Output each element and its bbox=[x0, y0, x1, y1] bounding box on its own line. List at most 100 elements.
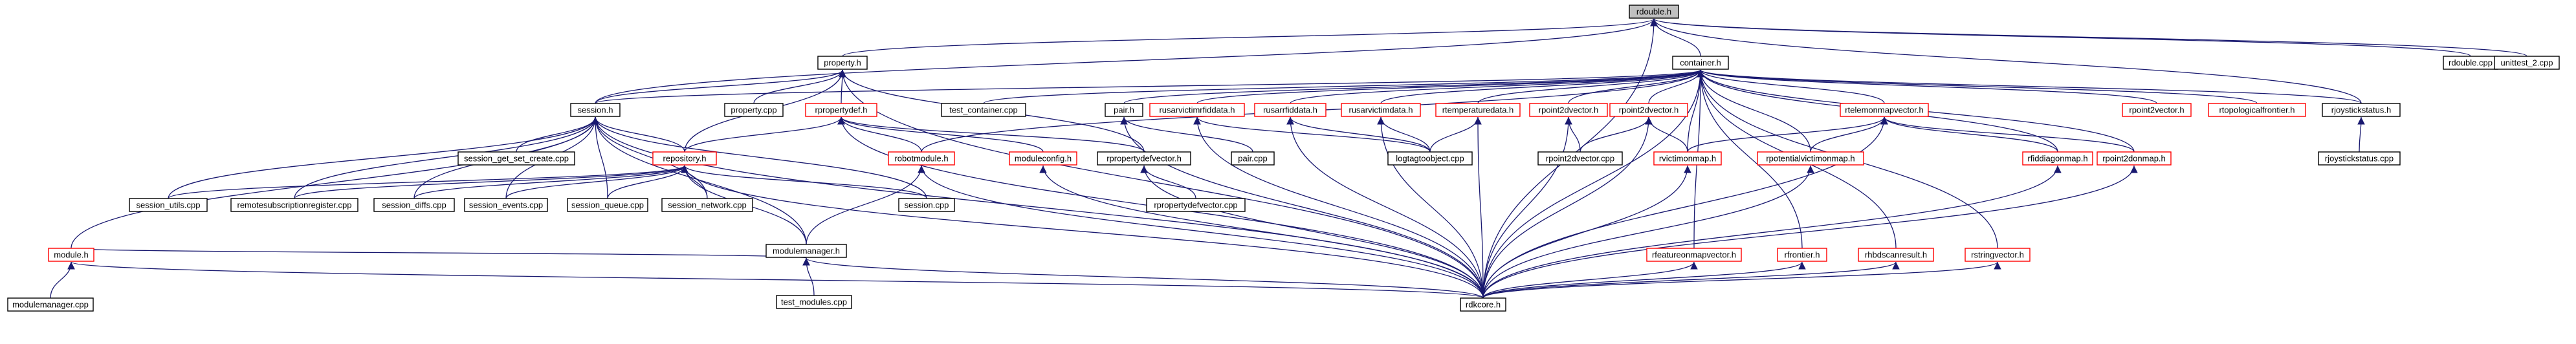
node-rpoint2vector-h[interactable]: rpoint2vector.h bbox=[2122, 103, 2192, 117]
node-test-modules-cpp[interactable]: test_modules.cpp bbox=[776, 295, 852, 309]
node-session-h[interactable]: session.h bbox=[570, 103, 621, 117]
node-rfiddiagonmap-h[interactable]: rfiddiagonmap.h bbox=[2022, 151, 2093, 166]
edge-rtopologicalfrontier_h-to-container_h bbox=[1697, 69, 2258, 104]
node-label: rdkcore.h bbox=[1466, 299, 1501, 309]
node-pair-h[interactable]: pair.h bbox=[1105, 103, 1143, 117]
edge-property_cpp-to-property_h bbox=[753, 69, 846, 104]
node-pair-cpp[interactable]: pair.cpp bbox=[1231, 151, 1275, 166]
node-rusarvictimdata-h[interactable]: rusarvictimdata.h bbox=[1341, 103, 1421, 117]
edge-session_utils_cpp-to-session_h bbox=[168, 116, 599, 199]
node-box bbox=[776, 295, 852, 309]
node-label: rfrontier.h bbox=[1785, 250, 1820, 259]
node-rstringvector-h[interactable]: rstringvector.h bbox=[1965, 248, 2031, 262]
node-session-queue-cpp[interactable]: session_queue.cpp bbox=[567, 198, 648, 212]
node-box bbox=[1149, 103, 1245, 117]
node-rpropertydefvector-h[interactable]: rpropertydefvector.h bbox=[1097, 151, 1191, 166]
node-property-h[interactable]: property.h bbox=[817, 56, 868, 70]
node-rusarvictimfiddata-h[interactable]: rusarvictimrfiddata.h bbox=[1149, 103, 1245, 117]
node-session-network-cpp[interactable]: session_network.cpp bbox=[661, 198, 753, 212]
node-robotmodule-h[interactable]: robotmodule.h bbox=[888, 151, 955, 166]
node-label: rtopologicalfrontier.h bbox=[2219, 105, 2295, 114]
node-rpropertydef-h[interactable]: rpropertydef.h bbox=[805, 103, 877, 117]
node-box bbox=[1537, 151, 1623, 166]
node-layer: rdouble.h container.h property.h rdouble.cp… bbox=[7, 5, 2560, 312]
node-box bbox=[941, 103, 1026, 117]
node-rpoint2dvector-cpp[interactable]: rpoint2dvector.cpp bbox=[1537, 151, 1623, 166]
node-rfrontier-h[interactable]: rfrontier.h bbox=[1777, 248, 1827, 262]
node-session-events-cpp[interactable]: session_events.cpp bbox=[464, 198, 548, 212]
node-box bbox=[2318, 151, 2401, 166]
node-box bbox=[1460, 297, 1506, 312]
node-property-cpp[interactable]: property.cpp bbox=[724, 103, 784, 117]
node-rtemperaturedata-h[interactable]: rtemperaturedata.h bbox=[1435, 103, 1521, 117]
edge-rtemperaturedata_h-to-container_h bbox=[1477, 69, 1704, 104]
node-rpropertydefvector-cpp[interactable]: rpropertydefvector.cpp bbox=[1146, 198, 1246, 212]
node-label: rpropertydefvector.h bbox=[1106, 153, 1182, 163]
node-session-cpp[interactable]: session.cpp bbox=[898, 198, 955, 212]
node-rpotentialvictimonmap-h[interactable]: rpotentialvictimonmap.h bbox=[1757, 151, 1864, 166]
node-rtopologicalfrontier-h[interactable]: rtopologicalfrontier.h bbox=[2208, 103, 2306, 117]
node-unittest-2-cpp[interactable]: unittest_2.cpp bbox=[2494, 56, 2560, 70]
node-box bbox=[724, 103, 784, 117]
node-box bbox=[1965, 248, 2031, 262]
node-rtelemonmapvector-h[interactable]: rtelemonmapvector.h bbox=[1840, 103, 1929, 117]
edge-rdkcore_h-to-rhbdscanresult_h bbox=[1482, 261, 1900, 299]
node-box bbox=[2494, 56, 2560, 70]
edge-rdkcore_h-to-rpropertydefvector_h bbox=[1140, 165, 1484, 299]
edge-rusarrfiddata_h-to-container_h bbox=[1290, 69, 1704, 104]
node-box bbox=[2097, 151, 2172, 166]
node-session-utils-cpp[interactable]: session_utils.cpp bbox=[129, 198, 208, 212]
edge-test_container_cpp-to-container_h bbox=[983, 69, 1704, 104]
node-modulemanager-cpp[interactable]: modulemanager.cpp bbox=[7, 297, 94, 312]
node-rpoint2dvector-h-b[interactable]: rpoint2dvector.h bbox=[1609, 103, 1688, 117]
node-modulemanager-h[interactable]: modulemanager.h bbox=[765, 244, 847, 258]
node-rjoystickstatus-cpp[interactable]: rjoystickstatus.cpp bbox=[2318, 151, 2401, 166]
node-label: rtemperaturedata.h bbox=[1442, 105, 1514, 114]
node-test-container-cpp[interactable]: test_container.cpp bbox=[941, 103, 1026, 117]
node-box bbox=[1629, 5, 1679, 19]
edge-rdkcore_h-to-rfrontier_h bbox=[1482, 261, 1806, 299]
edge-rusarvictimfiddata_h-to-container_h bbox=[1196, 69, 1704, 104]
node-label: rhbdscanresult.h bbox=[1865, 250, 1927, 259]
node-rfeatureonmapvector-h[interactable]: rfeatureonmapvector.h bbox=[1646, 248, 1742, 262]
node-rvictimonmap-h[interactable]: rvictimonmap.h bbox=[1653, 151, 1722, 166]
node-box bbox=[1146, 198, 1246, 212]
node-rdkcore-h[interactable]: rdkcore.h bbox=[1460, 297, 1506, 312]
node-remotesubscriptionregister-cpp[interactable]: remotesubscriptionregister.cpp bbox=[230, 198, 358, 212]
node-container-h[interactable]: container.h bbox=[1672, 56, 1729, 70]
node-logtagtoobject-cpp[interactable]: logtagtoobject.cpp bbox=[1387, 151, 1473, 166]
node-rdouble-h[interactable]: rdouble.h bbox=[1629, 5, 1679, 19]
node-box bbox=[1757, 151, 1864, 166]
edge-repository_h-to-session_h bbox=[591, 116, 685, 153]
node-session-get-set-create-cpp[interactable]: session_get_set_create.cpp bbox=[457, 151, 575, 166]
node-box bbox=[2322, 103, 2401, 117]
edge-rdkcore_h-to-module_h bbox=[68, 261, 1484, 299]
edge-rfrontier_h-to-container_h bbox=[1697, 69, 1803, 249]
edge-rdkcore_h-to-repository_h bbox=[681, 165, 1484, 299]
edge-session_events_cpp-to-repository_h bbox=[505, 165, 688, 199]
edge-session_network_cpp-to-session_h bbox=[591, 116, 708, 199]
node-label: rdouble.cpp bbox=[2449, 58, 2493, 67]
edge-session_cpp-to-session_h bbox=[591, 116, 927, 199]
edge-rdkcore_h-to-rusarvictimdata_h bbox=[1377, 116, 1484, 299]
node-rhbdscanresult-h[interactable]: rhbdscanresult.h bbox=[1858, 248, 1934, 262]
node-module-h[interactable]: module.h bbox=[48, 248, 94, 262]
edge-session_get_set_create_cpp-to-session_h bbox=[516, 116, 599, 153]
node-box bbox=[1254, 103, 1327, 117]
node-repository-h[interactable]: repository.h bbox=[652, 151, 717, 166]
node-label: pair.cpp bbox=[1238, 153, 1268, 163]
edge-rdkcore_h-to-rusarrfiddata_h bbox=[1286, 116, 1484, 299]
node-box bbox=[1009, 151, 1077, 166]
node-rjoystickstatus-h[interactable]: rjoystickstatus.h bbox=[2322, 103, 2401, 117]
node-rpoint2dvector-h-a[interactable]: rpoint2dvector.h bbox=[1529, 103, 1608, 117]
node-rdouble-cpp[interactable]: rdouble.cpp bbox=[2443, 56, 2498, 70]
node-rusarrfiddata-h[interactable]: rusarrfiddata.h bbox=[1254, 103, 1327, 117]
edge-module_h-to-modulemanager_h bbox=[71, 248, 809, 259]
edge-session_h-to-property_h bbox=[595, 69, 846, 104]
node-rpoint2donmap-h[interactable]: rpoint2donmap.h bbox=[2097, 151, 2172, 166]
edge-remotesubscriptionregister_cpp-to-repository_h bbox=[294, 165, 688, 199]
node-box bbox=[817, 56, 868, 70]
node-label: rpropertydef.h bbox=[815, 105, 868, 114]
node-moduleconfig-h[interactable]: moduleconfig.h bbox=[1009, 151, 1077, 166]
node-session-diffs-cpp[interactable]: session_diffs.cpp bbox=[373, 198, 455, 212]
